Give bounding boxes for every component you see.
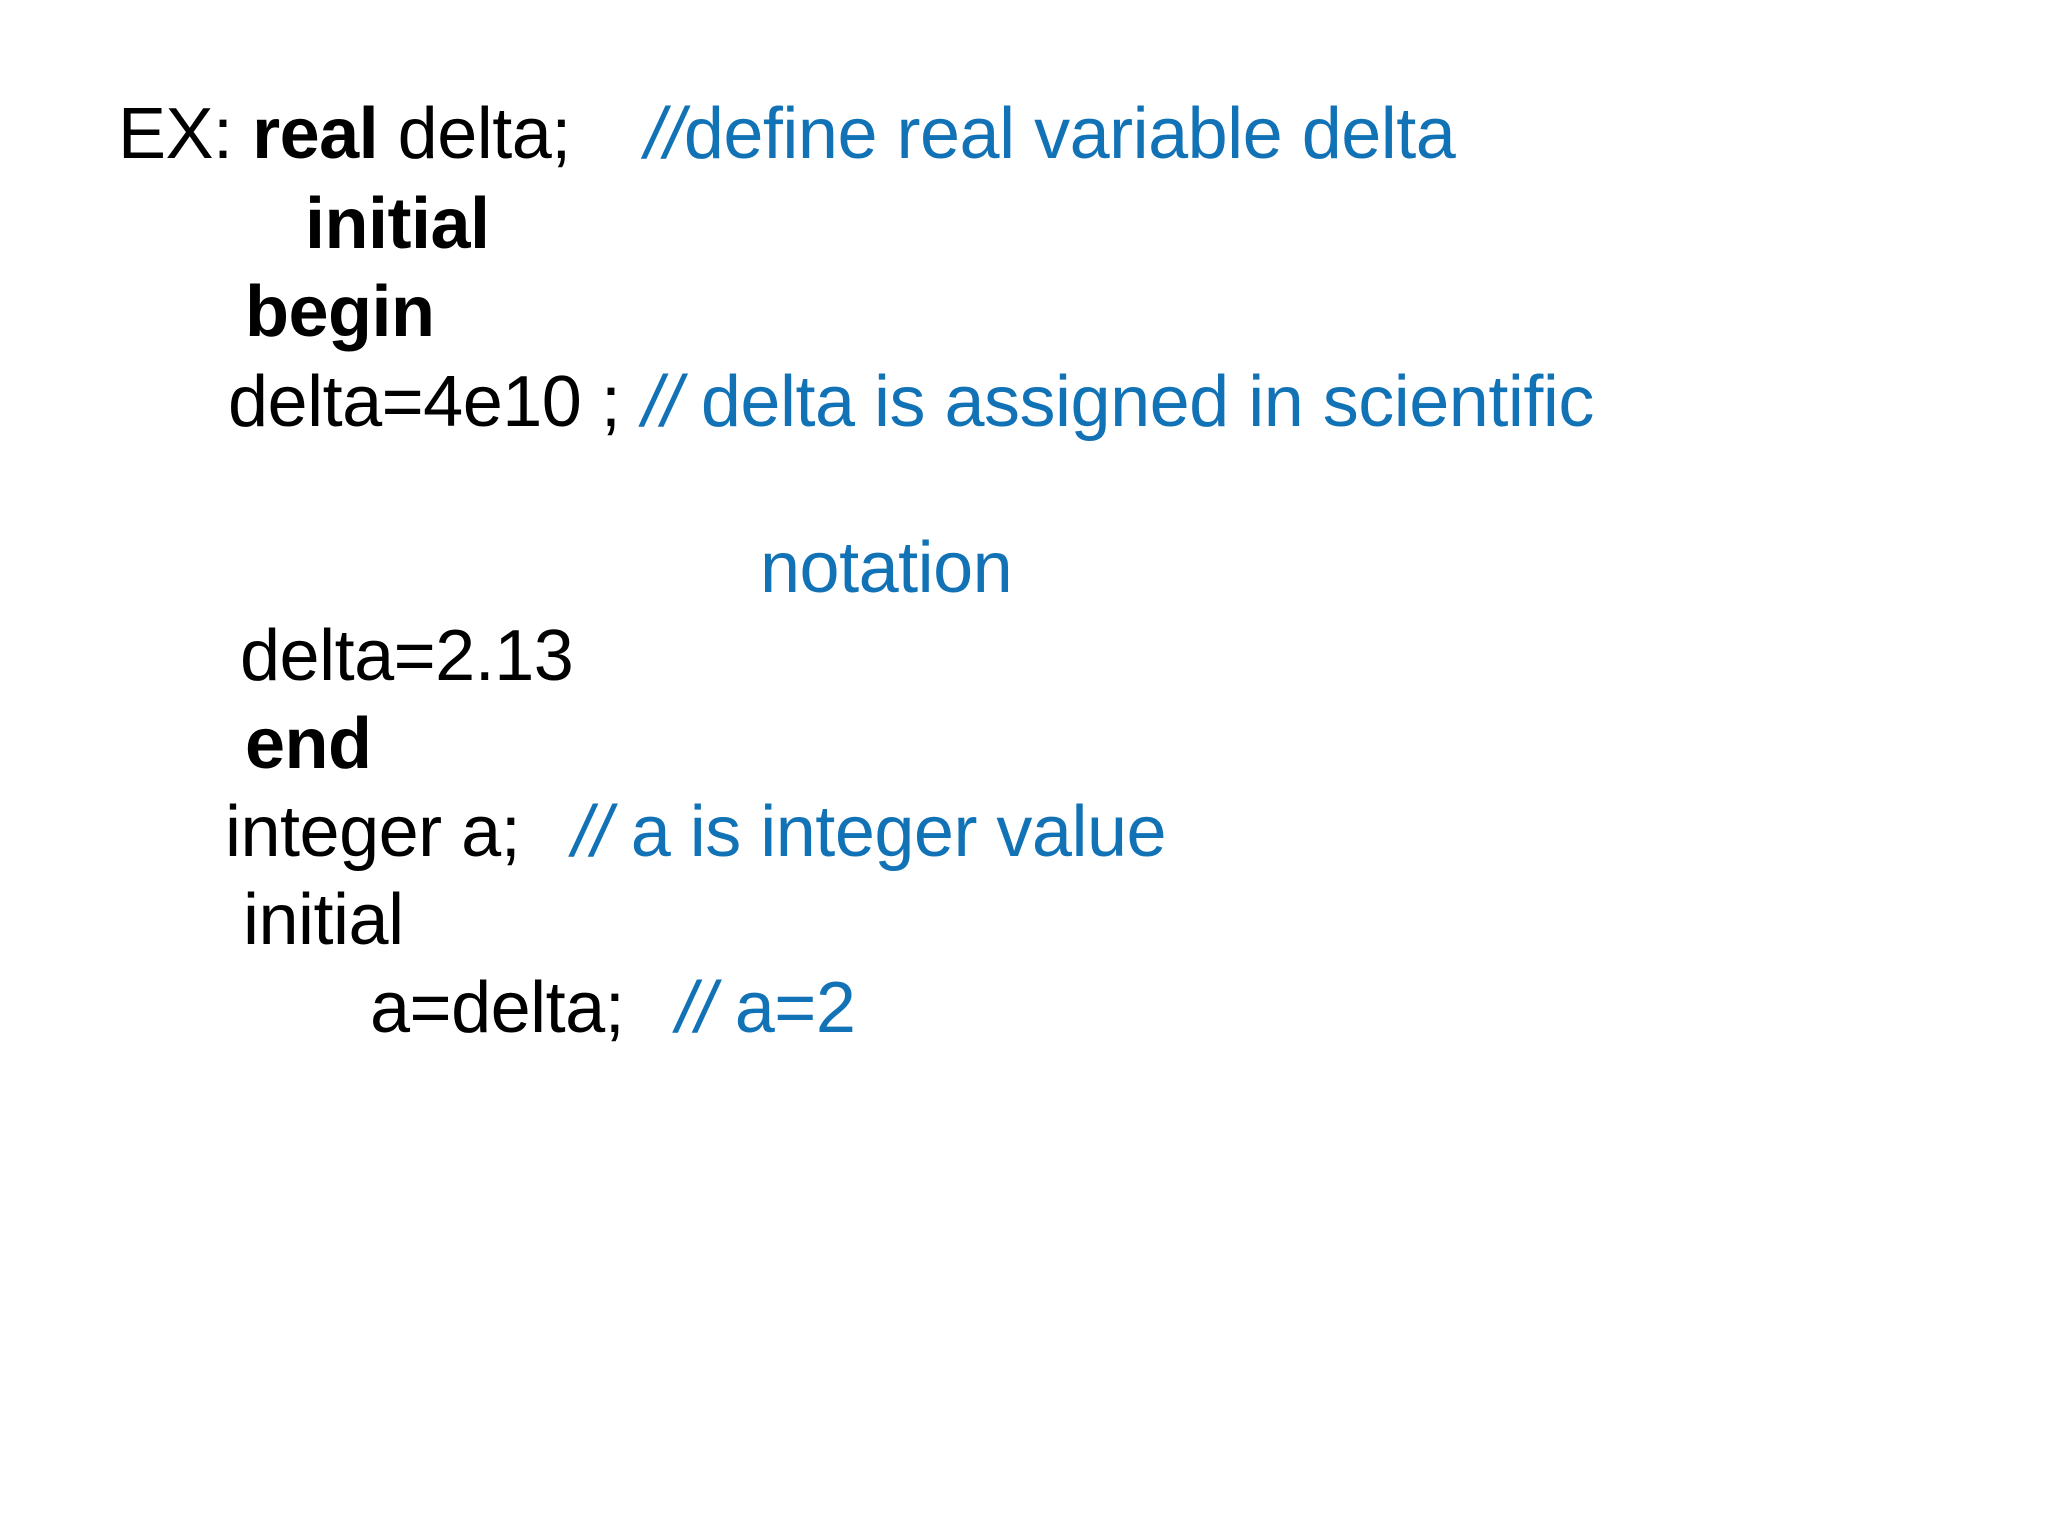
line10-comment-text: a=2 (715, 968, 856, 1048)
keyword-real: real (252, 94, 379, 174)
line1-comment-marker: // (644, 94, 685, 174)
code-line-initial-first: initial (305, 188, 490, 260)
line1-code: delta; (378, 94, 572, 174)
code-line-initial-second: initial (243, 884, 404, 956)
line1-comment-text: define real variable delta (683, 94, 1456, 174)
line10-comment-marker: // (676, 968, 716, 1048)
code-line-begin: begin (245, 276, 435, 348)
line10-code: a=delta; (370, 968, 625, 1048)
code-line-notation-continuation: notation (760, 532, 1013, 604)
code-line-assign-delta-4e10: delta=4e10 ;// delta is assigned in scie… (228, 366, 1594, 438)
line6-code: delta=2.13 (240, 616, 574, 696)
line1-prefix: EX: (118, 94, 253, 174)
line5-comment-text: notation (760, 528, 1013, 608)
line4-code: delta=4e10 ; (228, 362, 621, 442)
line4-comment-text: delta is assigned in scientific (681, 362, 1594, 442)
keyword-initial-2: initial (243, 880, 404, 960)
code-line-assign-delta-213: delta=2.13 (240, 620, 574, 692)
line8-comment-text: a is integer value (611, 792, 1167, 872)
line8-code: integer a; (225, 792, 521, 872)
keyword-end: end (245, 704, 372, 784)
keyword-begin: begin (245, 272, 435, 352)
code-line-assign-a-delta: a=delta;// a=2 (370, 972, 856, 1044)
line4-comment-marker: // (642, 362, 682, 442)
line8-comment-marker: // (572, 792, 612, 872)
code-line-declare-delta: EX: real delta;//define real variable de… (118, 98, 1456, 170)
code-line-declare-integer-a: integer a;// a is integer value (225, 796, 1167, 868)
code-line-end: end (245, 708, 372, 780)
keyword-initial-1: initial (305, 184, 490, 264)
